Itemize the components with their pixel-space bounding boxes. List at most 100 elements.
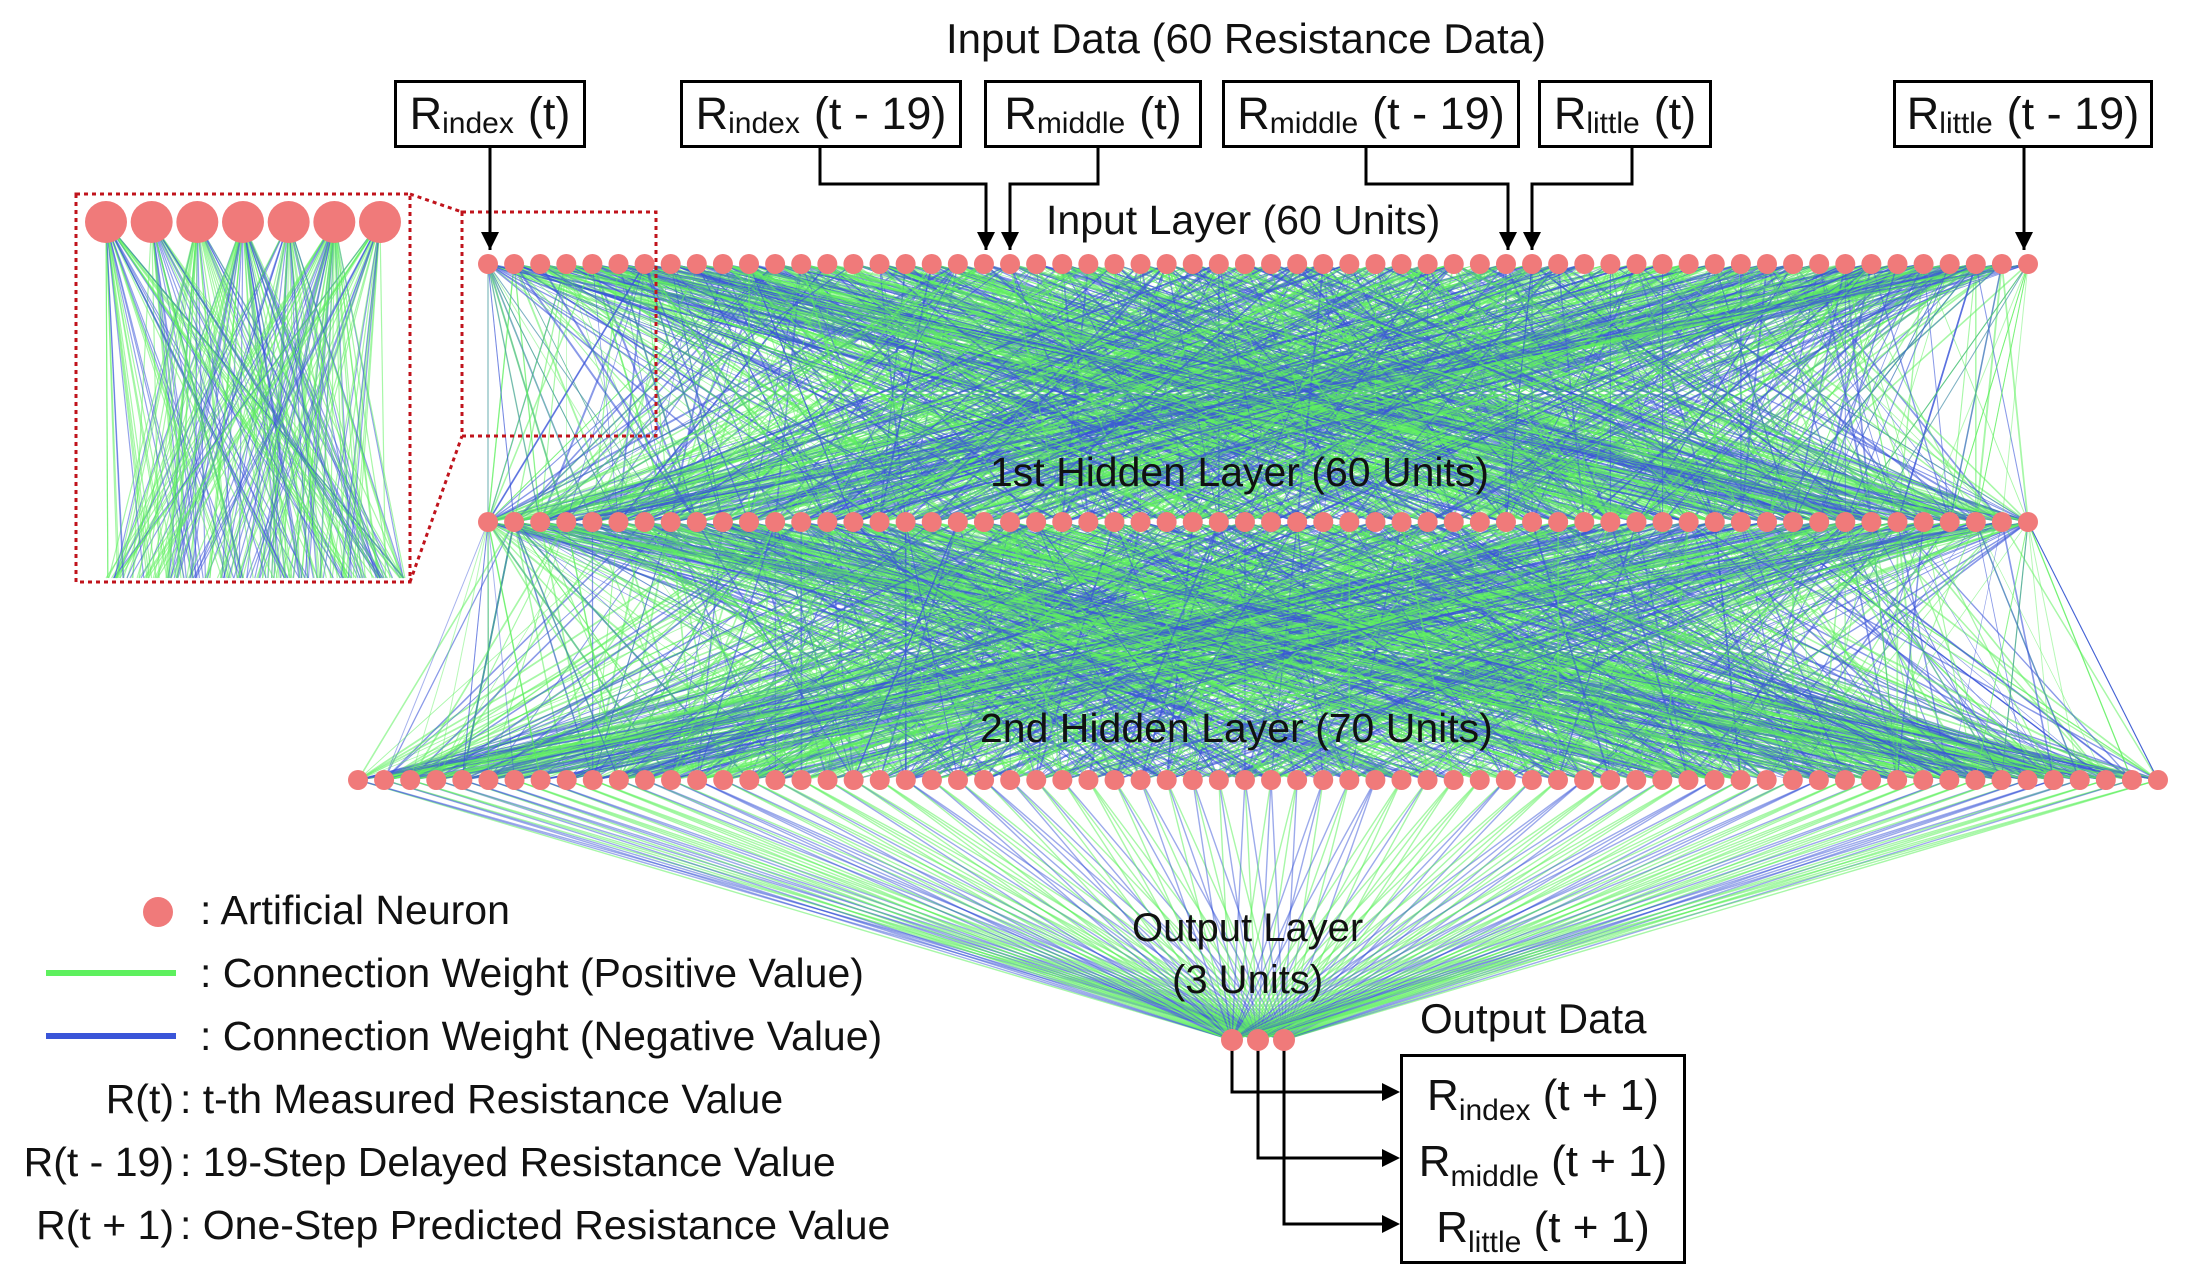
input-neuron (712, 254, 733, 274)
hidden2-neuron (1652, 770, 1673, 790)
negative-weight (1662, 263, 1899, 523)
hidden2-neuron (739, 770, 760, 790)
hidden1-neuron (973, 512, 994, 532)
box-r: R (409, 88, 443, 139)
positive-weight (105, 221, 109, 579)
box-sub: index (728, 107, 800, 140)
negative-weight (1231, 779, 1950, 1041)
positive-weight (1166, 779, 1233, 1041)
hidden2-neuron (530, 770, 551, 790)
positive-weight (1231, 779, 1768, 1041)
positive-weight (514, 779, 1233, 1041)
hidden2-neuron (1521, 770, 1542, 790)
positive-weight (853, 779, 1233, 1041)
positive-weight (775, 779, 1233, 1041)
hidden1-neuron (634, 512, 655, 532)
positive-weight (107, 221, 290, 579)
negative-weight (383, 521, 1246, 781)
hidden1-neuron (1339, 512, 1360, 532)
input-neuron (1600, 254, 1621, 274)
hidden1-neuron (1052, 512, 1073, 532)
positive-weight (696, 263, 1481, 523)
hidden2-neuron (1417, 770, 1438, 790)
edge-weight (487, 263, 672, 523)
negative-weight (931, 263, 1559, 523)
positive-weight (1231, 779, 1403, 1041)
negative-weight (1557, 521, 1638, 781)
hidden2-neuron (1234, 770, 1255, 790)
hidden1-neuron (1522, 512, 1543, 532)
negative-weight (242, 221, 300, 579)
positive-weight (1453, 521, 1872, 781)
negative-weight (487, 263, 1167, 523)
input-neuron (1809, 254, 1830, 274)
hidden1-neuron (530, 512, 551, 532)
hidden1-neuron (1887, 512, 1908, 532)
input-neuron (895, 254, 916, 274)
hidden2-neuron (478, 770, 499, 790)
positive-weight (105, 221, 335, 579)
positive-weight (1231, 779, 1976, 1041)
input-neuron (1130, 254, 1151, 274)
input-neuron (1887, 254, 1908, 274)
box-sub: little (1939, 107, 1993, 140)
hidden2-neuron (1991, 770, 2012, 790)
positive-weight (357, 521, 515, 781)
hidden2-neuron (1834, 770, 1855, 790)
hidden2-neuron (348, 770, 368, 790)
edge-weight (1870, 263, 2029, 523)
positive-weight (320, 221, 335, 579)
negative-weight (1296, 263, 1872, 523)
input-neuron (1835, 254, 1856, 274)
input-neuron (660, 254, 681, 274)
negative-weight (1231, 779, 1637, 1041)
hidden2-neuron (1469, 770, 1490, 790)
positive-weight (143, 221, 381, 579)
positive-weight (513, 263, 1898, 523)
hidden1-neuron (1208, 512, 1229, 532)
negative-weight (539, 521, 985, 781)
hidden1-neuron (1156, 512, 1177, 532)
legend-text-neuron: : Artificial Neuron (200, 887, 510, 933)
positive-weight (1113, 521, 1246, 781)
positive-weight (1166, 263, 1820, 523)
positive-weight (462, 779, 1233, 1041)
edge-weight (1949, 263, 2029, 523)
positive-weight (1062, 263, 1585, 523)
hidden1-neuron (1261, 512, 1282, 532)
negative-weight (151, 221, 267, 579)
negative-weight (1139, 779, 1233, 1041)
hidden2-neuron (1339, 770, 1360, 790)
positive-weight (409, 521, 568, 781)
negative-weight (435, 521, 802, 781)
positive-weight (983, 521, 1533, 781)
positive-weight (436, 521, 1246, 781)
hidden2-neuron (1704, 770, 1725, 790)
positive-weight (151, 221, 239, 579)
negative-weight (566, 263, 1768, 523)
positive-weight (284, 221, 290, 579)
positive-weight (1231, 779, 1559, 1041)
input-neuron (1548, 254, 1569, 274)
hidden2-neuron (1208, 770, 1229, 790)
positive-weight (1087, 779, 1233, 1041)
hidden2-neuron (2017, 770, 2038, 790)
positive-weight (1349, 263, 1846, 523)
input-neuron (1522, 254, 1543, 274)
positive-weight (748, 263, 802, 523)
positive-weight (333, 221, 406, 579)
negative-weight (1218, 263, 2029, 523)
hidden1-neuron (1783, 512, 1804, 532)
hidden1-neuron (739, 512, 760, 532)
input-neuron (1261, 254, 1282, 274)
input-neuron (1000, 254, 1021, 274)
arrow-little-t19-head (2015, 232, 2033, 250)
hidden1-neuron (1861, 512, 1882, 532)
connection-weights (357, 263, 2159, 1041)
positive-weight (1231, 779, 1429, 1041)
negative-weight (1218, 263, 1611, 523)
input-neuron (843, 254, 864, 274)
